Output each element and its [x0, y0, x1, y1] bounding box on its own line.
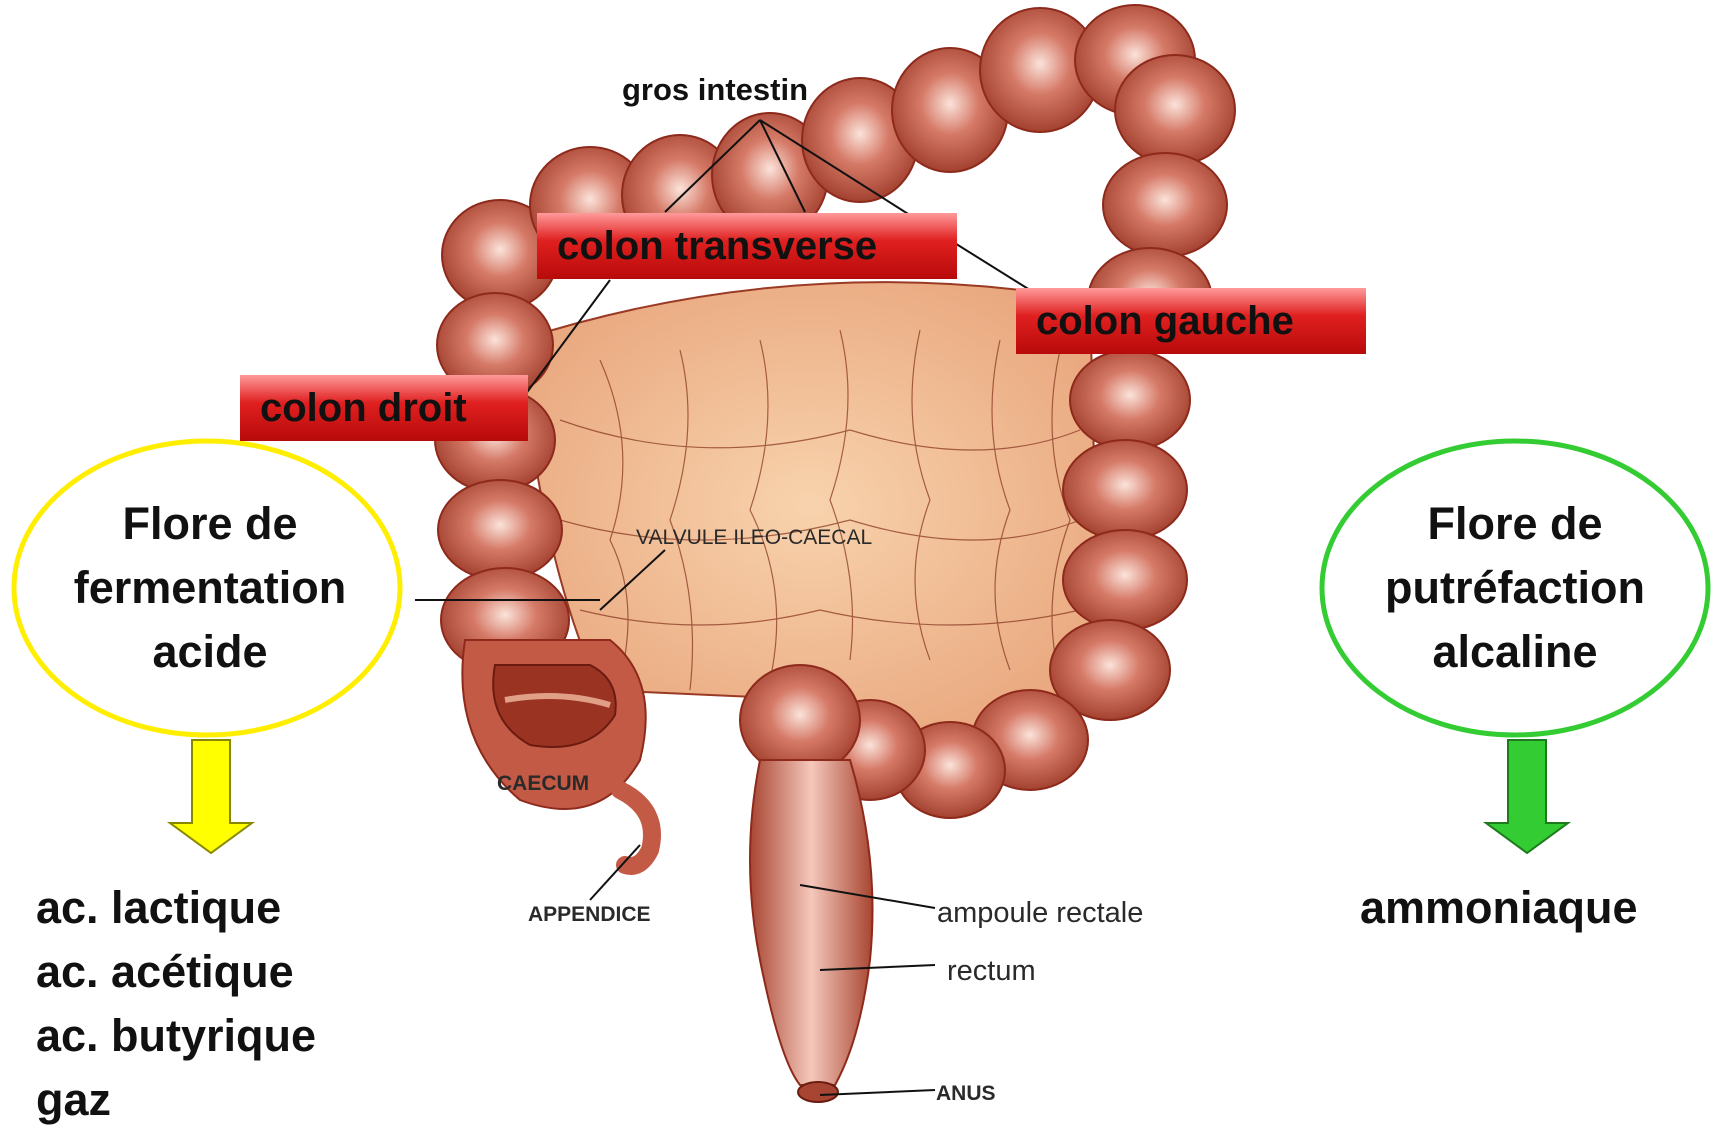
flora-left-line-2: fermentation — [20, 556, 400, 620]
product-item: ac. butyrique — [36, 1004, 316, 1068]
label-caecum: CAECUM — [497, 772, 589, 796]
putrefaction-arrow — [1486, 740, 1568, 853]
fermentation-flora-title: Flore de fermentation acide — [20, 492, 400, 684]
rectum-section — [740, 665, 873, 1102]
label-colon-transverse: colon transverse — [537, 213, 957, 279]
putrefaction-products-list: ammoniaque — [1360, 876, 1638, 940]
fermentation-arrow — [170, 740, 252, 853]
putrefaction-flora-title: Flore de putréfaction alcaline — [1320, 492, 1710, 684]
flora-right-line-3: alcaline — [1320, 620, 1710, 684]
label-ampoule-rectale: ampoule rectale — [937, 897, 1143, 930]
product-item: gaz — [36, 1068, 316, 1132]
label-gros-intestin: gros intestin — [622, 72, 808, 108]
fermentation-products-list: ac. lactique ac. acétique ac. butyrique … — [36, 876, 316, 1132]
flora-left-line-1: Flore de — [20, 492, 400, 556]
product-item: ammoniaque — [1360, 876, 1638, 940]
label-appendice: APPENDICE — [528, 903, 651, 927]
flora-left-line-3: acide — [20, 620, 400, 684]
flora-right-line-2: putréfaction — [1320, 556, 1710, 620]
label-colon-gauche: colon gauche — [1016, 288, 1366, 354]
label-rectum: rectum — [947, 955, 1036, 988]
label-valvule: VALVULE ILEO-CAECAL — [636, 526, 872, 550]
product-item: ac. acétique — [36, 940, 316, 1004]
product-item: ac. lactique — [36, 876, 316, 940]
label-anus: ANUS — [936, 1082, 996, 1106]
flora-right-line-1: Flore de — [1320, 492, 1710, 556]
label-colon-droit: colon droit — [240, 375, 528, 441]
